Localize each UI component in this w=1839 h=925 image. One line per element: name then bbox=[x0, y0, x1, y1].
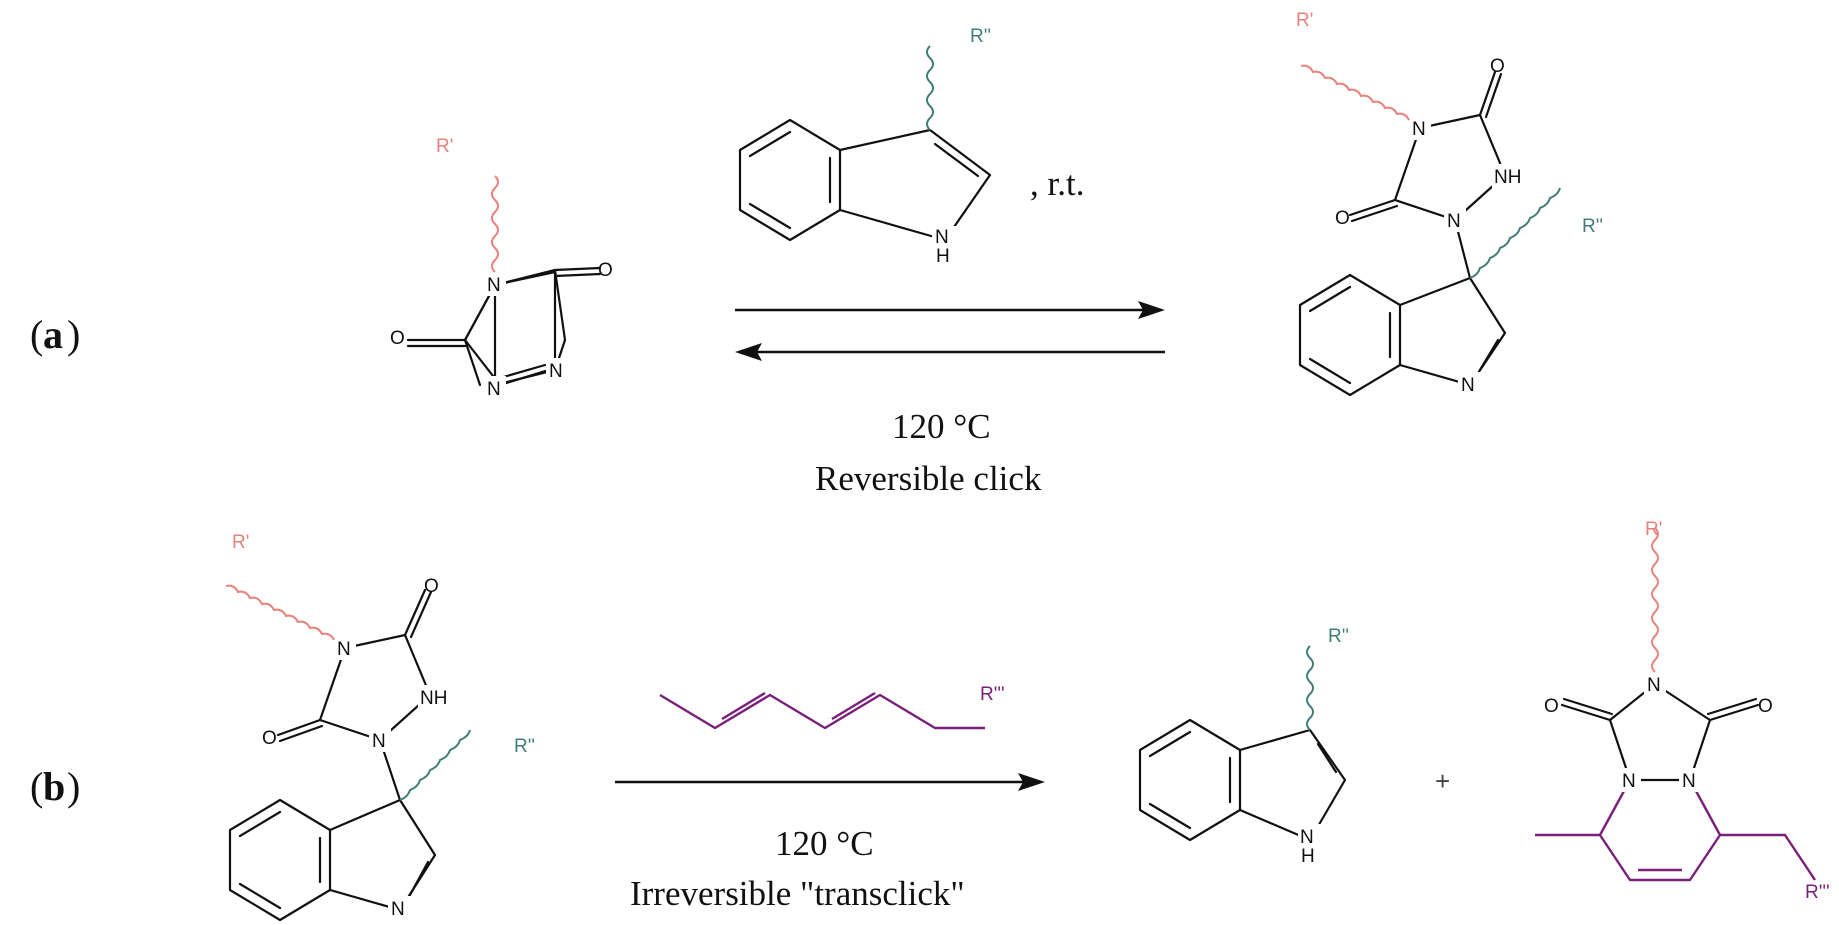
da-n-top: N bbox=[1647, 675, 1661, 696]
diene-double-1 bbox=[721, 691, 766, 721]
product-r2-label: R'' bbox=[1582, 216, 1603, 237]
condition-b-label: Irreversible "transclick" bbox=[630, 874, 965, 913]
diene-reagent: R''' bbox=[659, 684, 1005, 730]
condition-a-label: Reversible click bbox=[815, 459, 1042, 498]
b-adduct-nh: NH bbox=[420, 688, 447, 709]
atom-o-right: O bbox=[598, 260, 613, 281]
diene-double-2 bbox=[831, 691, 876, 721]
forward-arrowhead-b bbox=[1018, 773, 1045, 791]
plus-sign: + bbox=[1435, 766, 1450, 796]
panel-letter-a: a bbox=[43, 312, 63, 357]
r2-label: R'' bbox=[970, 26, 991, 47]
b-adduct-indolenine-n: N bbox=[391, 899, 405, 920]
diels-alder-product: N N N O O R' R''' bbox=[1535, 519, 1830, 903]
svg-text:): ) bbox=[67, 764, 80, 809]
atom-n-1: N bbox=[487, 379, 501, 400]
indole-product-r2-wavy bbox=[1306, 645, 1314, 731]
indole-h: H bbox=[936, 246, 950, 267]
b-adduct-n-1: N bbox=[372, 731, 386, 752]
panel-label-b: ( b ) bbox=[30, 764, 80, 809]
r1-wavy-bond bbox=[491, 175, 499, 273]
diene-chain bbox=[659, 693, 985, 730]
b-adduct-o-top: O bbox=[424, 576, 439, 597]
b-adduct-n-4: N bbox=[337, 639, 351, 660]
diene-r3-label: R''' bbox=[980, 684, 1005, 705]
product-n-1: N bbox=[1447, 211, 1461, 232]
b-adduct-r1-wavy bbox=[225, 584, 335, 641]
condition-a-temp: 120 °C bbox=[892, 407, 991, 446]
svg-text:): ) bbox=[67, 312, 80, 357]
condition-b-temp: 120 °C bbox=[775, 824, 874, 863]
r1-label: R' bbox=[436, 136, 453, 157]
indole-product-h: H bbox=[1301, 846, 1315, 867]
product-o-left: O bbox=[1335, 208, 1350, 229]
da-r1-wavy bbox=[1651, 527, 1659, 673]
b-adduct-r1-label: R' bbox=[232, 532, 249, 553]
condition-rt: , r.t. bbox=[1030, 164, 1084, 203]
da-n-right: N bbox=[1682, 771, 1696, 792]
svg-text:(: ( bbox=[30, 312, 43, 357]
product-n-4: N bbox=[1412, 119, 1426, 140]
adduct-reactant-b: N N NH O O R' N R'' bbox=[225, 532, 535, 922]
product-r1-label: R' bbox=[1296, 10, 1313, 31]
b-adduct-r2-label: R'' bbox=[514, 736, 535, 757]
r3-linker bbox=[1720, 833, 1816, 881]
atom-o-left: O bbox=[390, 328, 405, 349]
product-nh: NH bbox=[1494, 167, 1521, 188]
da-r1-label: R' bbox=[1645, 519, 1662, 540]
b-adduct-o-left: O bbox=[262, 728, 277, 749]
svg-text:(: ( bbox=[30, 764, 43, 809]
adduct-product-a: N N NH O O R' N R'' bbox=[1296, 10, 1603, 397]
product-r2-wavy bbox=[1469, 187, 1561, 279]
r2-wavy-bond bbox=[926, 45, 934, 131]
product-o-top: O bbox=[1490, 56, 1505, 77]
panel-label-a: ( a ) bbox=[30, 312, 80, 357]
transclick-arrow: 120 °C Irreversible "transclick" bbox=[615, 773, 1045, 913]
new-ring bbox=[1598, 779, 1722, 882]
indole-product-r2-label: R'' bbox=[1328, 626, 1349, 647]
da-o-right: O bbox=[1758, 696, 1773, 717]
da-r3-label: R''' bbox=[1805, 882, 1830, 903]
indole-n: N bbox=[935, 227, 949, 248]
indole-reagent-a: N H R'' , r.t. bbox=[738, 26, 1084, 267]
product-r1-wavy bbox=[1300, 64, 1410, 121]
indole-product-n: N bbox=[1300, 827, 1314, 848]
atom-n-4: N bbox=[487, 275, 501, 296]
reverse-arrowhead bbox=[735, 343, 762, 361]
atom-n-2: N bbox=[549, 361, 563, 382]
b-adduct-r2-wavy bbox=[399, 729, 471, 801]
equilibrium-arrows: 120 °C Reversible click bbox=[735, 301, 1165, 498]
da-o-left: O bbox=[1544, 696, 1559, 717]
tad-reactant-a: N N N O O R' bbox=[390, 136, 613, 400]
product-indolenine-n: N bbox=[1461, 375, 1475, 396]
da-n-left: N bbox=[1622, 771, 1636, 792]
forward-arrowhead bbox=[1138, 301, 1165, 319]
indole-product-b: N H R'' bbox=[1138, 626, 1349, 867]
panel-letter-b: b bbox=[43, 764, 65, 809]
